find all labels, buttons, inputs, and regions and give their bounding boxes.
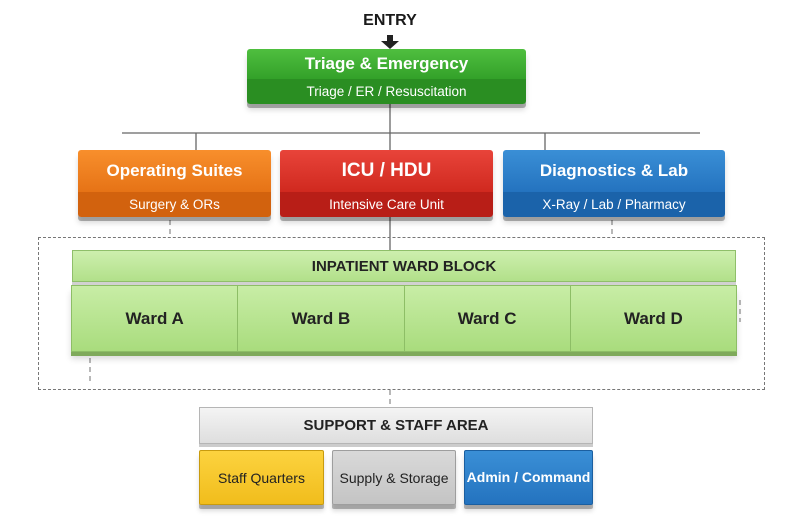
inpatient-ward-block-header: INPATIENT WARD BLOCK: [72, 250, 736, 282]
support-staff-area-header: SUPPORT & STAFF AREA: [199, 407, 593, 444]
ward-b[interactable]: Ward B: [238, 286, 405, 351]
icu-hdu-title: ICU / HDU: [280, 150, 493, 192]
operating-suites-subtitle: Surgery & ORs: [78, 192, 271, 217]
ward-row: Ward A Ward B Ward C Ward D: [71, 285, 737, 352]
operating-suites-block[interactable]: Operating Suites Surgery & ORs: [78, 150, 271, 217]
entry-label: ENTRY: [363, 12, 417, 29]
ward-block-boundary: [38, 237, 765, 390]
admin-command-block[interactable]: Admin / Command: [464, 450, 593, 505]
diagnostics-lab-subtitle: X-Ray / Lab / Pharmacy: [503, 192, 725, 217]
diagnostics-lab-title: Diagnostics & Lab: [503, 150, 725, 192]
icu-hdu-subtitle: Intensive Care Unit: [280, 192, 493, 217]
triage-emergency-block[interactable]: Triage & Emergency Triage / ER / Resusci…: [247, 49, 526, 104]
ward-a[interactable]: Ward A: [72, 286, 239, 351]
staff-quarters-block[interactable]: Staff Quarters: [199, 450, 324, 505]
supply-storage-block[interactable]: Supply & Storage: [332, 450, 456, 505]
entry-arrow-icon: [381, 35, 399, 49]
diagnostics-lab-block[interactable]: Diagnostics & Lab X-Ray / Lab / Pharmacy: [503, 150, 725, 217]
ward-d[interactable]: Ward D: [623, 308, 683, 328]
triage-title: Triage & Emergency: [247, 49, 526, 79]
operating-suites-title: Operating Suites: [78, 150, 271, 192]
icu-hdu-block[interactable]: ICU / HDU Intensive Care Unit: [280, 150, 493, 217]
ward-c[interactable]: Ward C: [405, 286, 571, 351]
triage-subtitle: Triage / ER / Resuscitation: [247, 79, 526, 104]
